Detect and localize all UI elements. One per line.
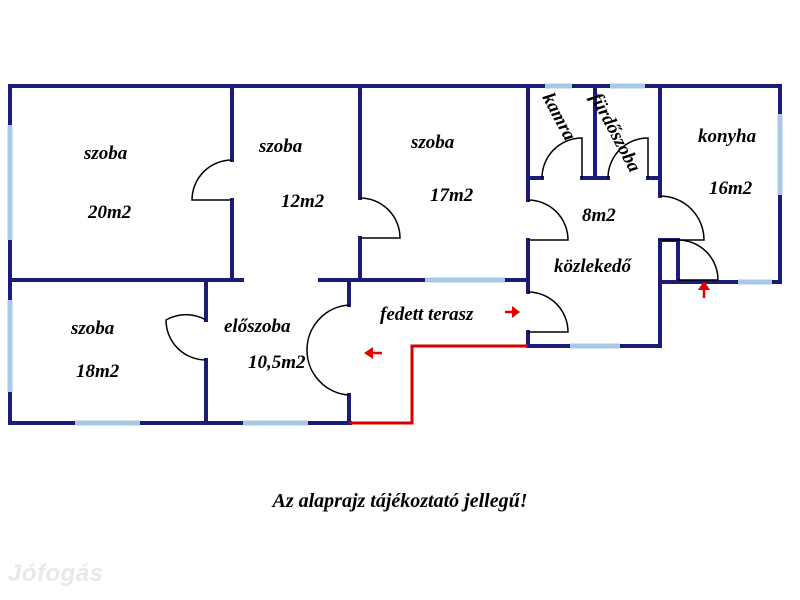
room-area: 17m2	[430, 185, 474, 206]
room-name: közlekedő	[554, 256, 633, 277]
room-area: 12m2	[281, 191, 325, 212]
windows	[7, 83, 783, 426]
room-area: 8m2	[582, 205, 616, 226]
room-name: konyha	[698, 126, 757, 147]
door-hall-terrace	[306, 304, 350, 396]
arrow-right-icon	[505, 306, 520, 318]
door-pantry	[541, 137, 583, 179]
door-bathroom	[607, 137, 649, 179]
room-name: fedett terasz	[380, 304, 474, 325]
entrance-arrows	[364, 281, 710, 359]
door-room2-room3	[359, 197, 401, 239]
door-room1-room2	[191, 159, 233, 201]
walls	[8, 84, 782, 425]
arrow-up-icon	[698, 281, 710, 298]
arrow-left-icon	[364, 347, 382, 359]
watermark-logo: Jófogás	[8, 560, 104, 587]
room-labels: szoba 20m2 szoba 12m2 szoba 17m2 szoba 1…	[70, 89, 757, 382]
room-name: szoba	[70, 318, 115, 339]
terrace-outline	[349, 344, 528, 425]
room-name: előszoba	[224, 316, 291, 337]
disclaimer-note: Az alaprajz tájékoztató jellegű!	[272, 490, 528, 512]
door-kitchen-exterior	[677, 239, 719, 281]
door-terrace-corridor	[527, 291, 569, 333]
room-area: 20m2	[87, 202, 132, 223]
room-area: 16m2	[709, 178, 753, 199]
room-name: szoba	[83, 143, 128, 164]
room-area: 18m2	[76, 361, 120, 382]
room-name: szoba	[258, 136, 303, 157]
room-area: 10,5m2	[248, 352, 306, 373]
door-corridor-kitchen	[659, 195, 705, 241]
door-room4-hall	[165, 313, 207, 361]
doors	[165, 137, 719, 396]
room-name: szoba	[410, 132, 455, 153]
room-name: kamra	[538, 89, 581, 144]
door-corridor-room3	[527, 199, 569, 241]
